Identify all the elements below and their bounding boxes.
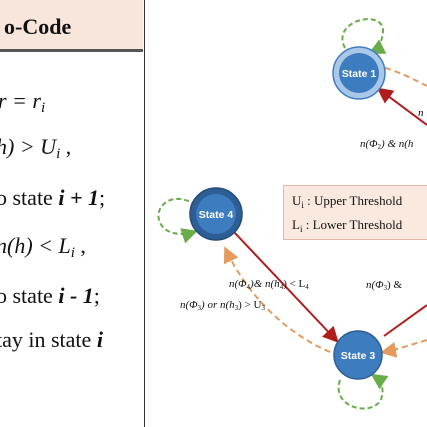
- state-4-label: State 4: [199, 209, 234, 221]
- arrow-right-to-state3: [380, 339, 427, 358]
- label-state4-to-state3: n(Φ4)& n(h4) < L4: [229, 278, 309, 291]
- state-3-label: State 3: [341, 350, 376, 362]
- panel-header: o-Code: [0, 0, 143, 52]
- arrow-state3-to-right: [383, 304, 427, 337]
- legend-upper: Ui : Upper Threshold: [292, 193, 403, 210]
- state1-self-loop: [341, 18, 387, 54]
- threshold-legend: Ui : Upper Threshold Li : Lower Threshol…: [283, 185, 427, 240]
- state-node-1: State 1: [332, 46, 386, 100]
- pseudo-code-panel: o-Code r = ri h) > Ui , o state i + 1; n…: [0, 0, 145, 427]
- state-1-label: State 1: [342, 68, 377, 80]
- panel-title: o-Code: [4, 14, 72, 39]
- state-node-4: State 4: [189, 187, 243, 241]
- arrow-state3-to-state4: [223, 246, 331, 353]
- arrow-state1-to-right: [384, 67, 427, 87]
- state3-self-loop: [337, 373, 389, 410]
- label-state3-to-state4: n(Φ3) or n(h3) > U3: [180, 299, 265, 312]
- label-state3-right: n(Φ3) &: [366, 279, 402, 292]
- state4-self-loop: [157, 197, 198, 244]
- code-line-5: o state i - 1;: [0, 283, 100, 308]
- code-line-2: h) > Ui ,: [0, 134, 72, 162]
- code-line-4: n(h) < Li ,: [0, 233, 86, 261]
- label-state1-partial: n(Φ2) & n(h: [360, 138, 414, 151]
- code-line-1: r = ri: [0, 88, 46, 116]
- label-state1-right: n: [418, 107, 424, 119]
- code-line-3: o state i + 1;: [0, 185, 106, 210]
- arrow-state4-to-state3: [233, 231, 339, 343]
- legend-lower: Li : Lower Threshold: [292, 217, 403, 234]
- arrow-right-to-state1: [376, 87, 427, 126]
- state-node-3: State 3: [333, 330, 383, 380]
- code-line-6: tay in state i: [0, 327, 103, 352]
